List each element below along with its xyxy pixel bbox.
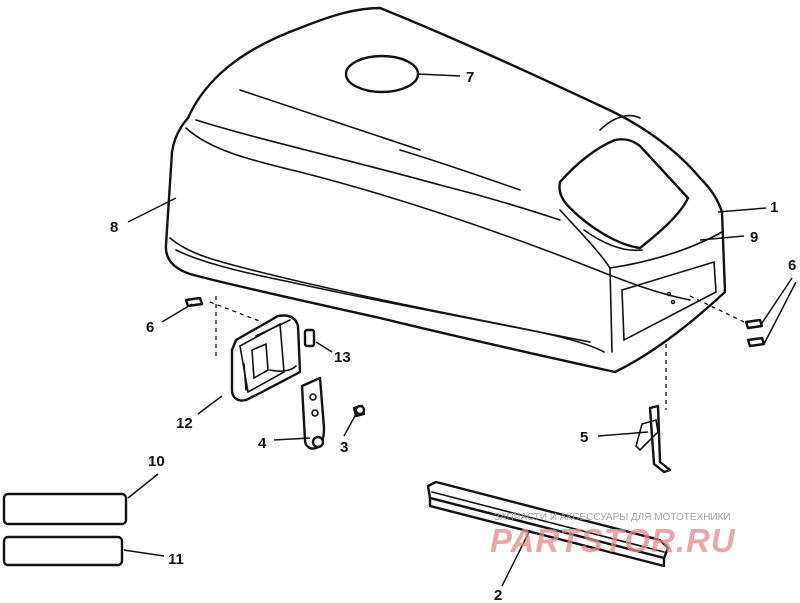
- callout-10: 10: [148, 453, 165, 470]
- callout-11: 11: [168, 551, 184, 568]
- callout-4: 4: [258, 435, 267, 452]
- decal-10: [2, 492, 128, 526]
- screw-3: [352, 404, 366, 418]
- callout-13: 13: [334, 349, 351, 366]
- bottom-seal: [426, 480, 670, 568]
- callout-1: 1: [770, 199, 778, 216]
- callout-12: 12: [176, 415, 193, 432]
- latch-lever: [300, 376, 326, 450]
- callout-5: 5: [580, 429, 588, 446]
- oval-cap: [344, 54, 420, 94]
- watermark-logo: PARTSTOR.RU: [490, 522, 736, 559]
- callout-6-right: 6: [788, 257, 796, 274]
- callout-3: 3: [340, 439, 348, 456]
- callout-2: 2: [494, 587, 502, 603]
- rear-bracket: [635, 404, 672, 474]
- screw-6-left: [184, 296, 204, 308]
- callout-9: 9: [750, 229, 758, 246]
- decal-11: [2, 535, 124, 567]
- small-clip: [303, 328, 316, 348]
- callout-6-left: 6: [146, 319, 154, 336]
- callout-8: 8: [110, 219, 118, 236]
- latch-bracket: [230, 314, 302, 402]
- watermark-tagline: ЗАПЧАСТИ И АКСЕССУАРЫ ДЛЯ МОТОТЕХНИКИ: [494, 512, 731, 523]
- callout-7: 7: [466, 69, 474, 86]
- engine-cover: [164, 6, 727, 374]
